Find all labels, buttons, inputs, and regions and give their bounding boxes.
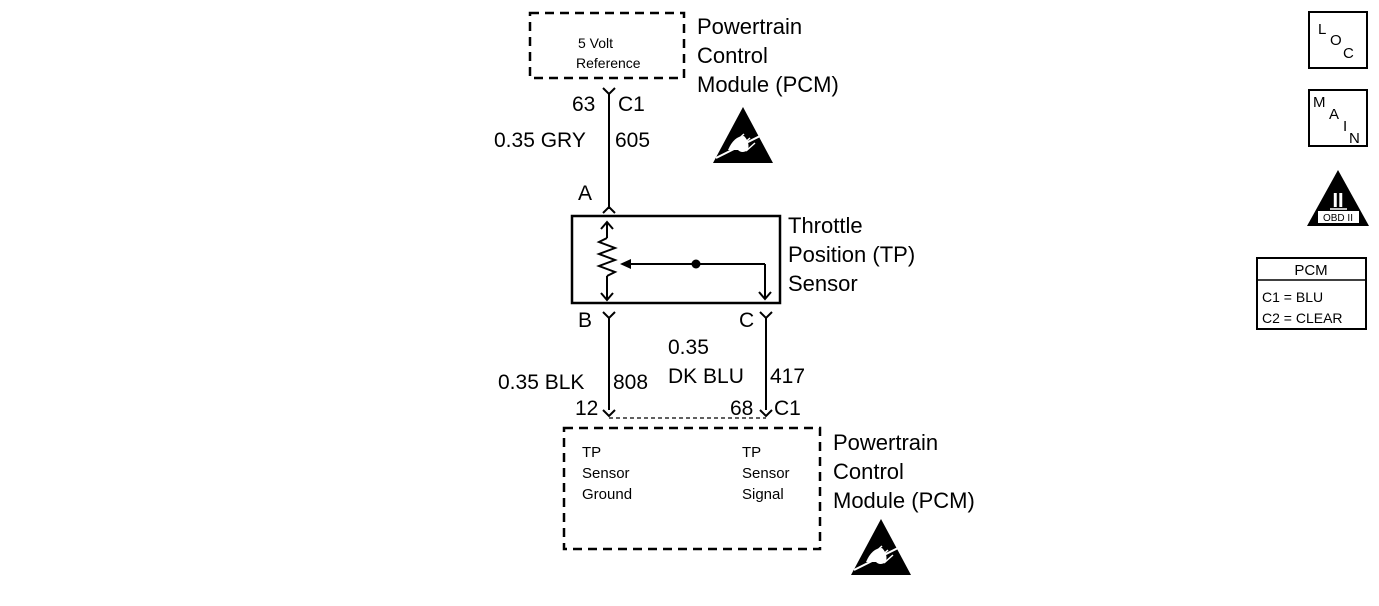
- pcm-top-box: [528, 11, 686, 80]
- svg-text:O: O: [1330, 32, 1342, 49]
- pcm-bottom-title-line-2: Control: [833, 459, 904, 484]
- svg-text:A: A: [1329, 106, 1339, 123]
- connector-legend-row-1: C1 = BLU: [1262, 289, 1323, 305]
- pcm-ground-line-1: TP: [582, 444, 601, 461]
- wire-signal-pin: 68: [730, 397, 753, 420]
- obd-ii-icon[interactable]: II OBD II: [1307, 170, 1369, 226]
- svg-text:OBD II: OBD II: [1323, 213, 1353, 224]
- pcm-ground-line-2: Sensor: [582, 465, 630, 482]
- svg-text:N: N: [1349, 130, 1360, 147]
- esd-warning-icon: [851, 519, 911, 575]
- pcm-top-title-line-1: Powertrain: [697, 14, 802, 39]
- pcm-top-title-line-2: Control: [697, 43, 768, 68]
- pcm-signal-line-2: Sensor: [742, 465, 790, 482]
- wire-ground-pin-marker: [602, 409, 616, 418]
- svg-text:C: C: [1343, 45, 1354, 62]
- svg-text:L: L: [1318, 21, 1326, 38]
- wiper-arrow: [620, 259, 772, 301]
- connector-legend-header: PCM: [1294, 262, 1327, 279]
- pcm-ground-line-3: Ground: [582, 486, 632, 503]
- tp-sensor-title-line-1: Throttle: [788, 213, 863, 238]
- connector-legend: PCM C1 = BLU C2 = CLEAR: [1256, 257, 1367, 330]
- pcm-signal-line-1: TP: [742, 444, 761, 461]
- pcm-top-pin-marker: [602, 87, 616, 96]
- potentiometer-resistor: [596, 220, 618, 302]
- tp-terminal-a: A: [578, 182, 592, 205]
- svg-text:II: II: [1332, 190, 1343, 212]
- wire-ref-circuit: 605: [615, 129, 650, 152]
- svg-text:M: M: [1313, 94, 1326, 111]
- esd-warning-icon: [713, 107, 773, 163]
- tp-terminal-c: C: [739, 309, 754, 332]
- pcm-bottom-box: [562, 426, 822, 551]
- tp-sensor-title-line-2: Position (TP): [788, 242, 915, 267]
- pcm-top-inner-line-2: Reference: [576, 55, 641, 71]
- loc-button[interactable]: L O C: [1308, 11, 1368, 69]
- pcm-top-pin: 63: [572, 93, 595, 116]
- wire-signal-gauge-line-1: 0.35: [668, 336, 709, 359]
- tp-sensor-title-line-3: Sensor: [788, 271, 858, 296]
- pcm-top-title-line-3: Module (PCM): [697, 72, 839, 97]
- pcm-bottom-title-line-3: Module (PCM): [833, 488, 975, 513]
- pcm-signal-line-3: Signal: [742, 486, 784, 503]
- pcm-top-inner-line-1: 5 Volt: [578, 35, 613, 51]
- tp-terminal-b-marker: [602, 311, 616, 320]
- svg-text:I: I: [1343, 118, 1347, 135]
- wire-ground-gauge-color: 0.35 BLK: [498, 371, 584, 394]
- connector-legend-row-2: C2 = CLEAR: [1262, 310, 1343, 326]
- tp-terminal-b: B: [578, 309, 592, 332]
- tp-terminal-c-marker: [759, 311, 773, 320]
- tp-terminal-a-marker: [602, 205, 616, 214]
- tp-sensor-box: [570, 214, 782, 305]
- wire-signal-pin-marker: [759, 409, 773, 418]
- main-button[interactable]: M A I N: [1308, 89, 1368, 147]
- wire-signal-circuit: 417: [770, 365, 805, 388]
- pcm-bottom-title-line-1: Powertrain: [833, 430, 938, 455]
- wire-signal-connector: C1: [774, 397, 801, 420]
- wire-ref-gauge-color: 0.35 GRY: [494, 129, 586, 152]
- wire-signal-gauge-line-2: DK BLU: [668, 365, 744, 388]
- wire-ground-circuit: 808: [613, 371, 648, 394]
- wire-ground-pin: 12: [575, 397, 598, 420]
- pcm-top-connector: C1: [618, 93, 645, 116]
